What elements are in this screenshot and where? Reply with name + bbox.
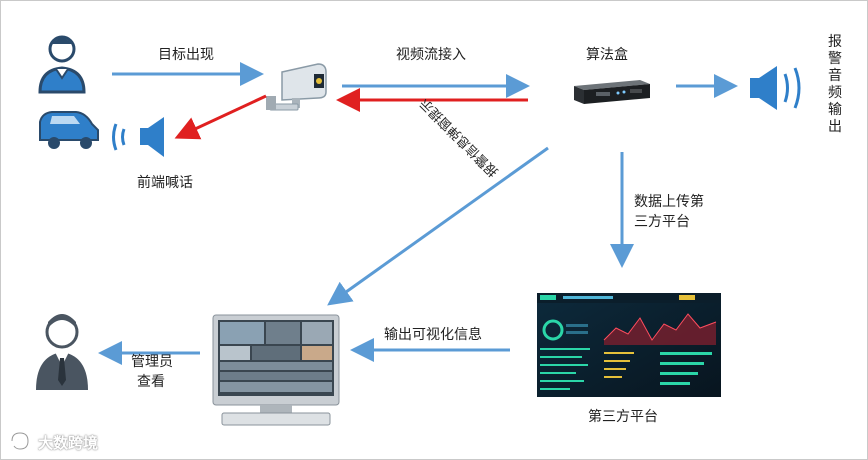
label-alarm-audio: 报警音频输出 (828, 34, 842, 135)
flow-arrows (98, 62, 738, 365)
car-icon (39, 111, 99, 149)
label-algo-box: 算法盒 (586, 47, 628, 63)
speaker-icon (750, 66, 801, 110)
label-visual-output: 输出可视化信息 (384, 327, 482, 343)
admin-icon (36, 314, 88, 390)
camera-icon (266, 63, 327, 111)
label-target-appears: 目标出现 (158, 47, 214, 63)
label-front-shout: 前端喊话 (137, 175, 193, 191)
person-icon (38, 35, 86, 94)
dashboard-screen (537, 293, 721, 397)
label-admin-line1: 管理员 (131, 354, 173, 370)
label-video-stream: 视频流接入 (396, 47, 466, 63)
label-upload-line1: 数据上传第 (634, 194, 704, 210)
algorithm-box-icon (574, 80, 650, 104)
label-third-platform: 第三方平台 (588, 409, 658, 425)
speaker-icon (112, 117, 164, 157)
label-upload-line2: 三方平台 (634, 214, 690, 230)
label-admin-line2: 查看 (137, 374, 165, 390)
watermark-text: 大数跨境 (38, 434, 99, 452)
monitor-icon (212, 314, 340, 426)
watermark-logo (10, 431, 30, 451)
